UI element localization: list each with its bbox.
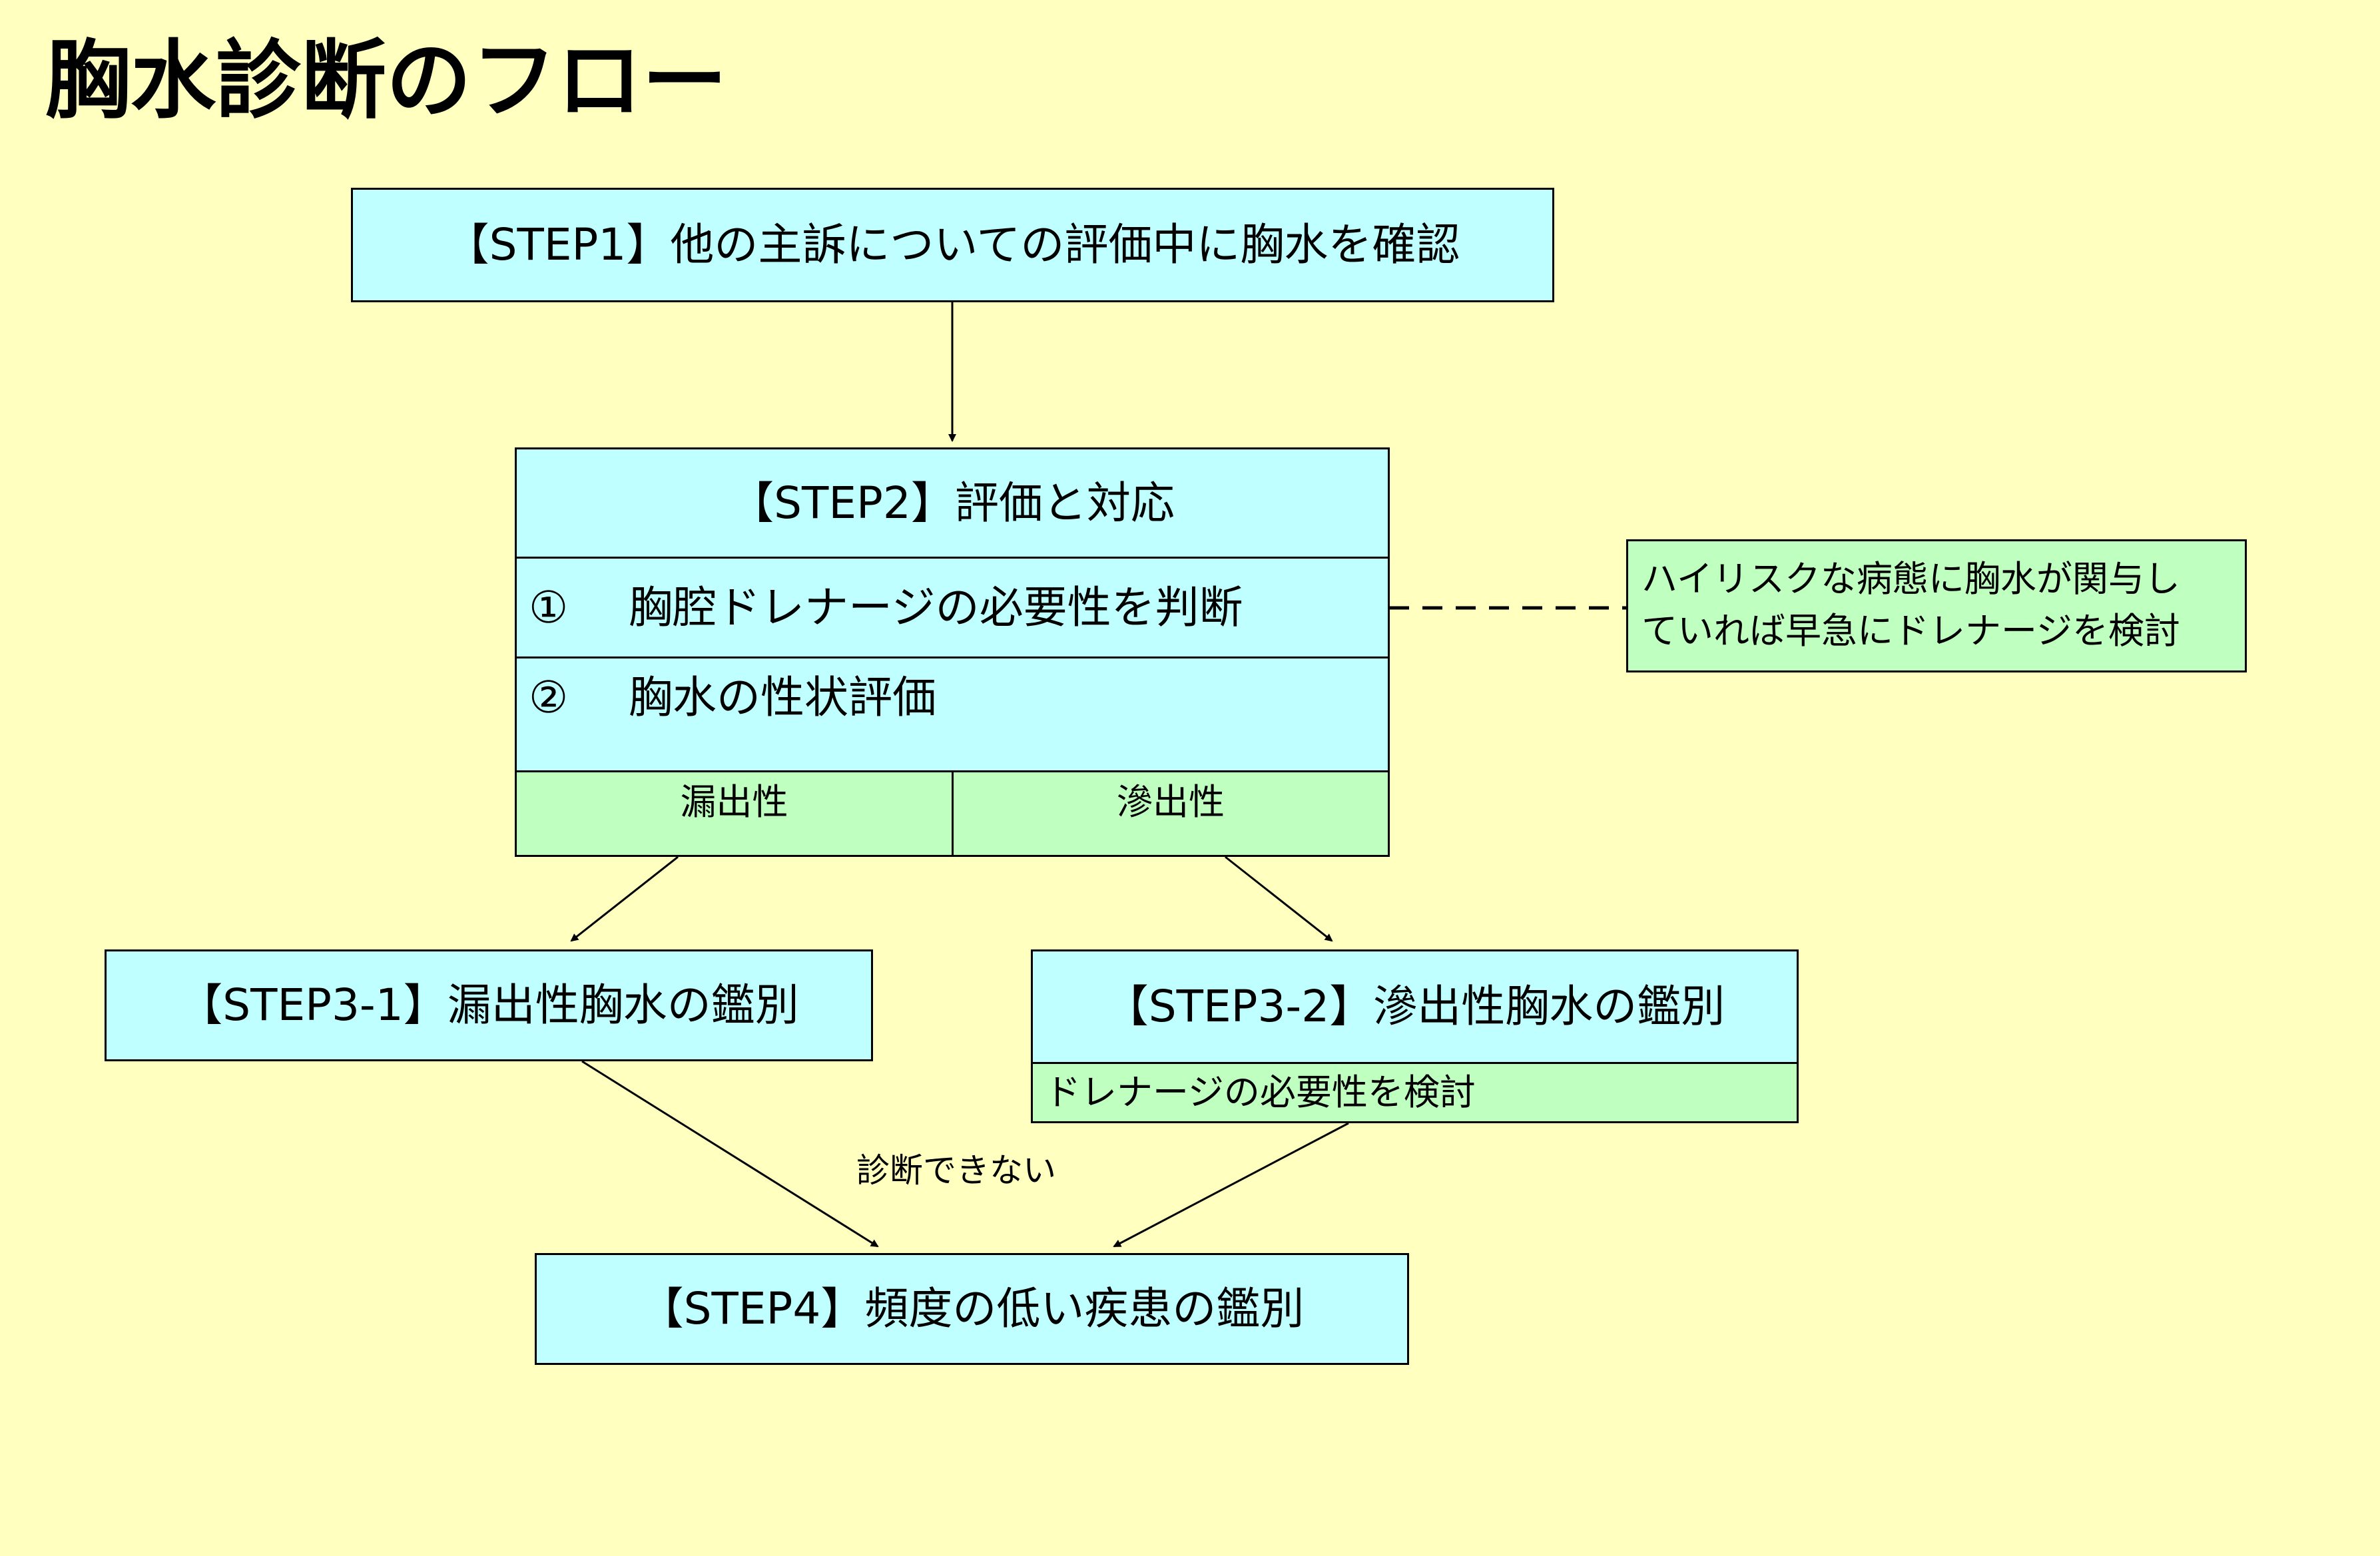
note-line-2: ていれば早急にドレナージを検討 bbox=[1641, 610, 2180, 652]
arrow-transudate-to-step3-1 bbox=[570, 856, 679, 942]
item-nature-text: 胸水の性状評価 bbox=[629, 672, 936, 723]
step4-label: 【STEP4】頻度の低い疾患の鑑別 bbox=[639, 1283, 1305, 1334]
page-title: 胸水診断のフロー bbox=[45, 31, 728, 130]
step3-1-box: 【STEP3-1】漏出性胸水の鑑別 bbox=[105, 949, 873, 1061]
step2-header: 【STEP2】評価と対応 bbox=[515, 447, 1390, 559]
step3-2-drainage-box: ドレナージの必要性を検討 bbox=[1031, 1062, 1799, 1123]
step2-item-drainage: ① 胸腔ドレナージの必要性を判断 bbox=[515, 557, 1390, 658]
item-drainage-text: 胸腔ドレナージの必要性を判断 bbox=[629, 581, 1243, 633]
arrow-exudate-to-step3-2 bbox=[1225, 856, 1333, 942]
item-number-2: ② bbox=[529, 672, 569, 723]
transudate-label: 漏出性 bbox=[680, 781, 788, 823]
high-risk-note-box: ハイリスクな病態に胸水が関与し ていれば早急にドレナージを検討 bbox=[1626, 539, 2247, 672]
exudate-label: 滲出性 bbox=[1117, 781, 1225, 823]
step1-box: 【STEP1】他の主訴についての評価中に胸水を確認 bbox=[351, 188, 1554, 302]
note-line-1: ハイリスクな病態に胸水が関与し bbox=[1641, 558, 2180, 600]
exudate-box: 滲出性 bbox=[952, 770, 1390, 857]
step3-2-label: 【STEP3-2】滲出性胸水の鑑別 bbox=[1104, 981, 1725, 1032]
step2-item-nature: ② 胸水の性状評価 bbox=[515, 656, 1390, 772]
step3-2-box: 【STEP3-2】滲出性胸水の鑑別 bbox=[1031, 949, 1799, 1064]
step2-label: 【STEP2】評価と対応 bbox=[730, 477, 1175, 529]
step3-1-label: 【STEP3-1】漏出性胸水の鑑別 bbox=[178, 979, 799, 1031]
arrow-step3-1-to-step4 bbox=[581, 1060, 879, 1248]
step1-label: 【STEP1】他の主訴についての評価中に胸水を確認 bbox=[445, 219, 1460, 270]
arrow-step3-2-to-step4 bbox=[1113, 1122, 1349, 1248]
cannot-diagnose-label: 診断できない bbox=[856, 1151, 1056, 1190]
step4-box: 【STEP4】頻度の低い疾患の鑑別 bbox=[535, 1253, 1409, 1365]
step3-2-drainage-label: ドレナージの必要性を検討 bbox=[1045, 1071, 1476, 1113]
item-number-1: ① bbox=[529, 581, 569, 633]
transudate-box: 漏出性 bbox=[515, 770, 954, 857]
